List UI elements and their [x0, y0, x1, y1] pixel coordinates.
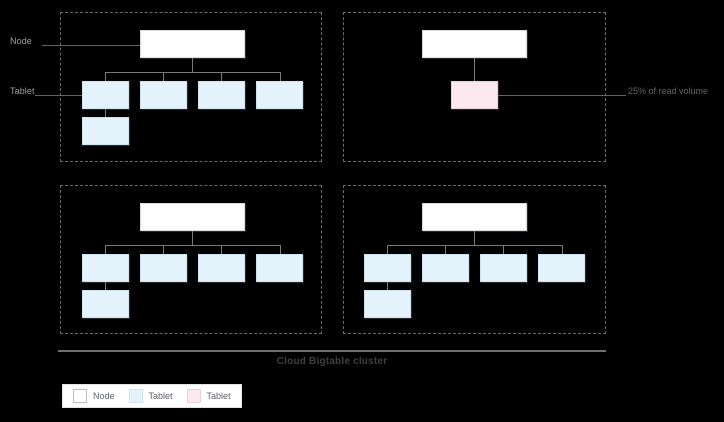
legend-item-node: Node [73, 389, 115, 403]
legend-swatch-node [73, 389, 87, 403]
node-3-drop-4 [280, 245, 281, 254]
node-1-bus [105, 72, 280, 73]
tablet-box-1-1[interactable] [82, 81, 129, 109]
legend-swatch-tablet [128, 389, 143, 403]
hot-tablet-box-2-1[interactable] [451, 81, 498, 109]
node-3-stem [192, 231, 193, 245]
legend-swatch-hot-tablet [186, 389, 201, 403]
tablet-leader-line [35, 95, 82, 96]
node-box-1[interactable] [140, 30, 245, 58]
node-1-drop-2 [163, 72, 164, 81]
node-4-drop-5 [387, 282, 388, 290]
node-3-bus [105, 245, 280, 246]
node-3-drop-5 [105, 282, 106, 290]
tablet-box-4-3[interactable] [480, 254, 527, 282]
node-panel-top-left [60, 12, 322, 162]
node-1-drop-4 [280, 72, 281, 81]
tablet-box-3-3[interactable] [198, 254, 245, 282]
node-annotation-label: Node [10, 36, 32, 46]
node-panel-bottom-left [60, 185, 322, 334]
node-3-drop-1 [105, 245, 106, 254]
node-4-bus [387, 245, 562, 246]
tablet-box-4-5[interactable] [364, 290, 411, 318]
hot-tablet-leader-line [498, 95, 626, 96]
node-4-drop-2 [445, 245, 446, 254]
node-panel-top-right [343, 12, 606, 162]
tablet-box-4-4[interactable] [538, 254, 585, 282]
tablet-box-3-5[interactable] [82, 290, 129, 318]
node-box-3[interactable] [140, 203, 245, 231]
node-4-stem [474, 231, 475, 245]
legend-item-tablet: Tablet [128, 389, 173, 403]
legend-label-node: Node [93, 390, 115, 401]
node-4-drop-4 [562, 245, 563, 254]
node-3-drop-3 [221, 245, 222, 254]
node-box-2[interactable] [422, 30, 527, 58]
legend-label-hot-tablet: Tablet [206, 390, 231, 401]
hot-tablet-callout-label: 25% of read volume [628, 86, 709, 96]
node-4-drop-3 [503, 245, 504, 254]
legend: Node Tablet Tablet [62, 384, 242, 408]
tablet-box-1-3[interactable] [198, 81, 245, 109]
tablet-box-1-2[interactable] [140, 81, 187, 109]
legend-item-hot-tablet: Tablet [186, 389, 231, 403]
node-4-drop-1 [387, 245, 388, 254]
tablet-box-1-5[interactable] [82, 117, 129, 145]
cluster-caption: Cloud Bigtable cluster [276, 356, 388, 367]
legend-label-tablet: Tablet [148, 390, 173, 401]
node-1-stem [192, 58, 193, 72]
node-panel-bottom-right [343, 185, 606, 334]
node-leader-line [42, 45, 140, 46]
tablet-box-4-2[interactable] [422, 254, 469, 282]
cluster-rule [58, 350, 606, 352]
node-2-stem [474, 58, 475, 81]
tablet-box-3-1[interactable] [82, 254, 129, 282]
node-1-drop-1 [105, 72, 106, 81]
tablet-box-4-1[interactable] [364, 254, 411, 282]
tablet-box-3-4[interactable] [256, 254, 303, 282]
tablet-box-3-2[interactable] [140, 254, 187, 282]
tablet-box-1-4[interactable] [256, 81, 303, 109]
tablet-annotation-label: Tablet [10, 86, 35, 96]
node-3-drop-2 [163, 245, 164, 254]
node-1-drop-3 [221, 72, 222, 81]
node-1-drop-5 [105, 109, 106, 117]
node-box-4[interactable] [422, 203, 527, 231]
